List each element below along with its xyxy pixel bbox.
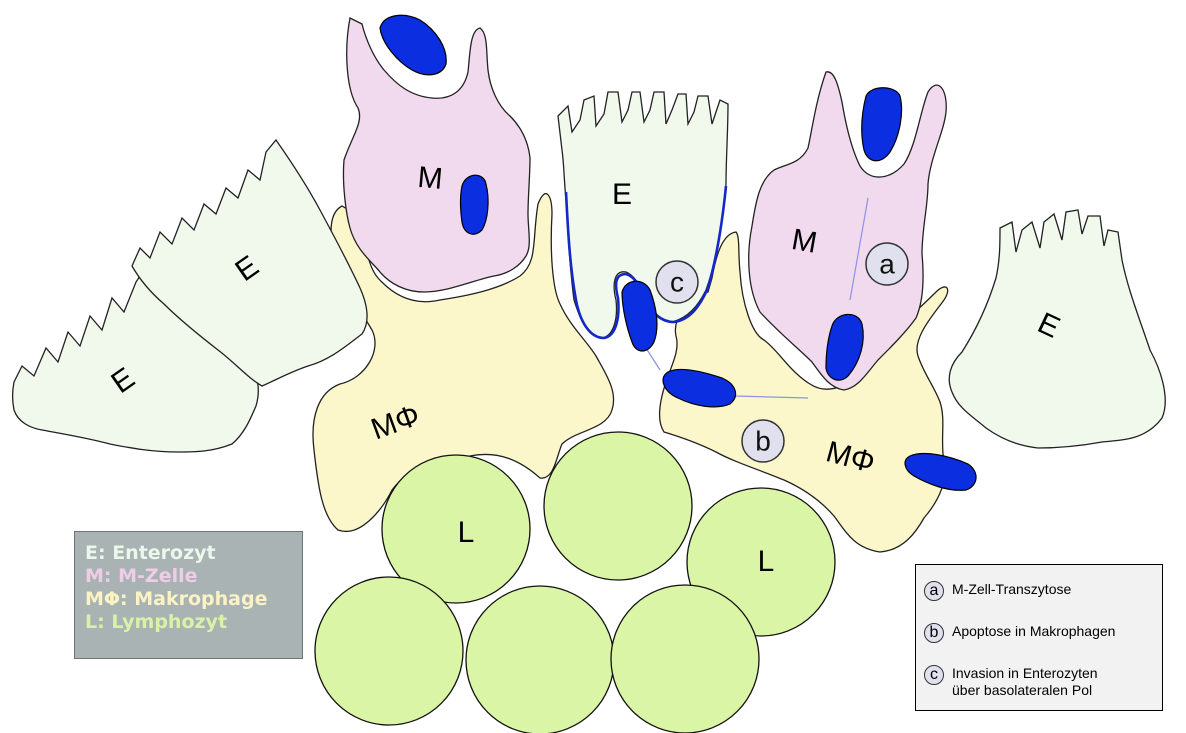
legend-key-macrophage: MΦ: Makrophage	[85, 588, 302, 611]
label-enterocyte: E	[612, 178, 632, 211]
process-legend-item-b: b Apoptose in Makrophagen	[924, 623, 1115, 643]
lymphocyte	[611, 585, 759, 733]
lymphocyte	[466, 586, 614, 733]
bacterium	[461, 175, 489, 234]
bacterium	[862, 88, 902, 161]
marker-b-letter: b	[755, 426, 771, 457]
legend-key-lymphocyte: L: Lymphozyt	[85, 611, 302, 634]
process-legend-text: Invasion in Enterozyten über basolateral…	[952, 665, 1098, 699]
label-lymphocyte: L	[758, 545, 775, 578]
lymphocyte	[544, 432, 692, 580]
process-legend-text: Apoptose in Makrophagen	[952, 623, 1115, 640]
marker-c-letter: c	[670, 267, 684, 298]
invasion-path	[646, 348, 660, 370]
label-m-cell: M	[416, 161, 444, 196]
process-legend-text: M-Zell-Transzytose	[952, 581, 1071, 598]
bacterium	[380, 15, 446, 74]
marker-a-letter: a	[879, 249, 895, 280]
process-legend-item-a: a M-Zell-Transzytose	[924, 581, 1071, 601]
label-lymphocyte: L	[458, 516, 475, 549]
process-marker-a-icon: a	[924, 581, 944, 601]
legend-key-m-cell: M: M-Zelle	[85, 565, 302, 588]
process-legend: a M-Zell-Transzytose b Apoptose in Makro…	[915, 564, 1163, 711]
process-marker-c-icon: c	[924, 665, 944, 685]
lymphocyte	[315, 577, 463, 725]
process-marker-b-icon: b	[924, 623, 944, 643]
legend-key-enterocyte: E: Enterozyt	[85, 542, 302, 565]
process-legend-item-c: c Invasion in Enterozyten über basolater…	[924, 665, 1098, 699]
cell-key-legend: E: Enterozyt M: M-Zelle MΦ: Makrophage L…	[74, 531, 303, 659]
